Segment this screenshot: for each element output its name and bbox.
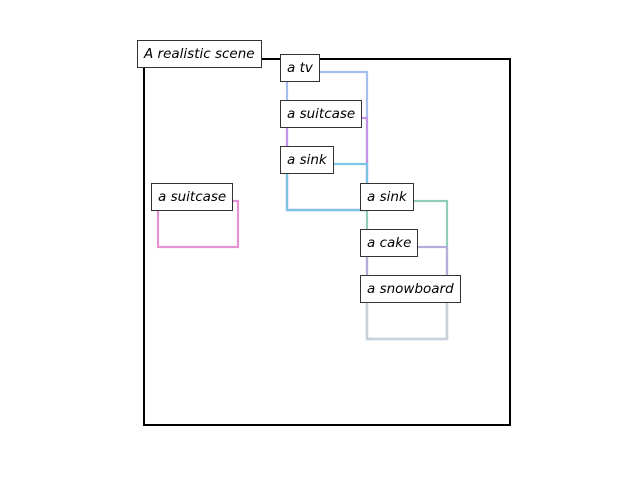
label-snowboard: a snowboard <box>360 275 461 303</box>
label-cake: a cake <box>360 229 419 257</box>
scene-frame <box>143 58 511 426</box>
box-tv <box>285 70 369 212</box>
label-suitcase-1: a suitcase <box>280 100 363 128</box>
label-sink-2: a sink <box>360 183 414 211</box>
box-sink-2 <box>365 199 449 341</box>
label-sink-1: a sink <box>280 146 334 174</box>
scene-caption: A realistic scene <box>137 40 262 68</box>
label-tv: a tv <box>280 54 320 82</box>
label-suitcase-2: a suitcase <box>151 183 234 211</box>
